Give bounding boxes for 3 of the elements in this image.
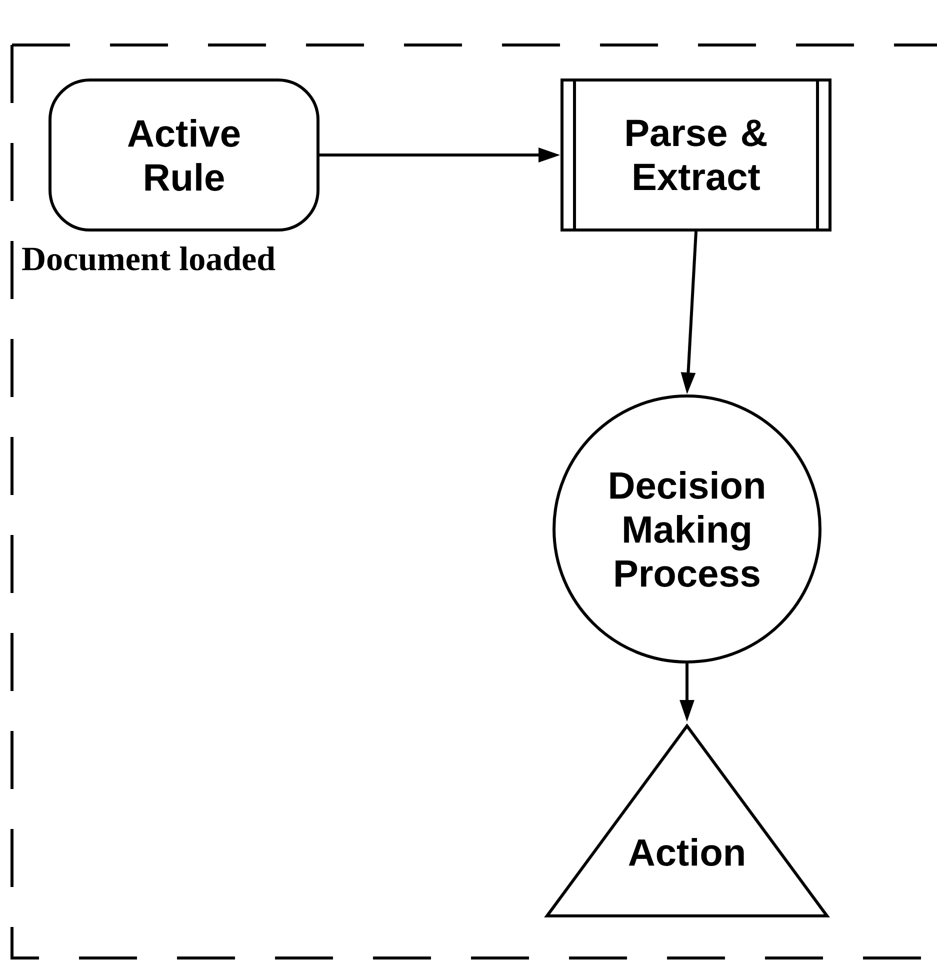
terminal-box: Active Rule xyxy=(48,78,320,232)
process-box: Parse & Extract xyxy=(560,78,832,232)
node-caption: Document loaded xyxy=(22,246,276,270)
